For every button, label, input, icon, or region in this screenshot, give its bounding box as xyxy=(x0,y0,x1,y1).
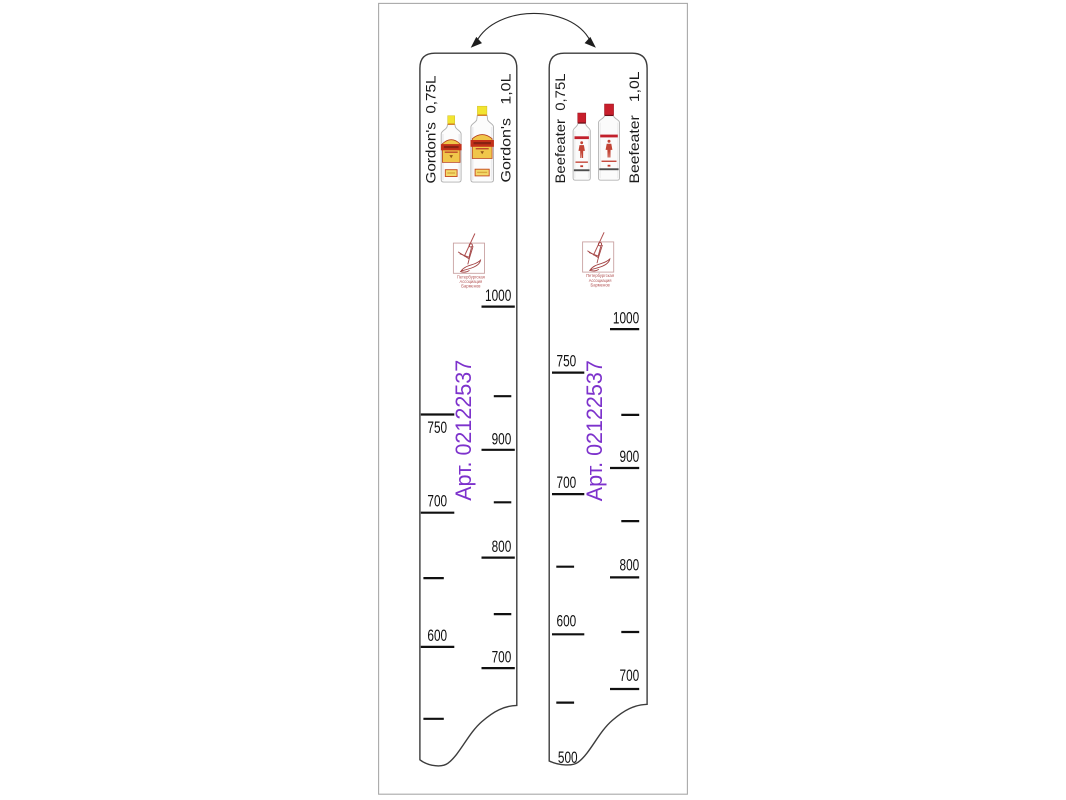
svg-text:Gordon's 1,0L: Gordon's 1,0L xyxy=(498,73,513,182)
svg-text:900: 900 xyxy=(620,448,640,466)
svg-text:500: 500 xyxy=(558,749,578,767)
svg-text:1000: 1000 xyxy=(613,310,639,328)
svg-text:Beefeater 0,75L: Beefeater 0,75L xyxy=(553,73,568,183)
svg-text:700: 700 xyxy=(492,649,512,667)
svg-text:800: 800 xyxy=(492,538,512,556)
svg-text:Петербургская: Петербургская xyxy=(586,273,614,278)
svg-text:900: 900 xyxy=(492,430,512,448)
svg-text:700: 700 xyxy=(427,492,447,510)
svg-text:600: 600 xyxy=(557,613,577,631)
svg-text:700: 700 xyxy=(557,474,577,492)
svg-text:Gordon's 0,75L: Gordon's 0,75L xyxy=(424,75,439,183)
svg-text:Арт. 02122537: Арт. 02122537 xyxy=(451,360,476,501)
svg-text:Beefeater 1,0L: Beefeater 1,0L xyxy=(627,71,642,183)
svg-text:Ассоциация: Ассоциация xyxy=(589,278,612,283)
svg-text:Ассоциация: Ассоциация xyxy=(460,279,483,284)
svg-text:1000: 1000 xyxy=(485,287,511,305)
svg-text:600: 600 xyxy=(427,627,447,645)
svg-text:800: 800 xyxy=(620,556,640,574)
svg-text:700: 700 xyxy=(620,667,640,685)
svg-text:Арт. 02122537: Арт. 02122537 xyxy=(582,360,607,501)
svg-text:750: 750 xyxy=(427,419,447,437)
svg-text:Барменов: Барменов xyxy=(591,283,611,288)
svg-text:Петербургская: Петербургская xyxy=(457,274,485,279)
svg-text:Барменов: Барменов xyxy=(461,284,481,289)
svg-text:750: 750 xyxy=(557,352,577,370)
